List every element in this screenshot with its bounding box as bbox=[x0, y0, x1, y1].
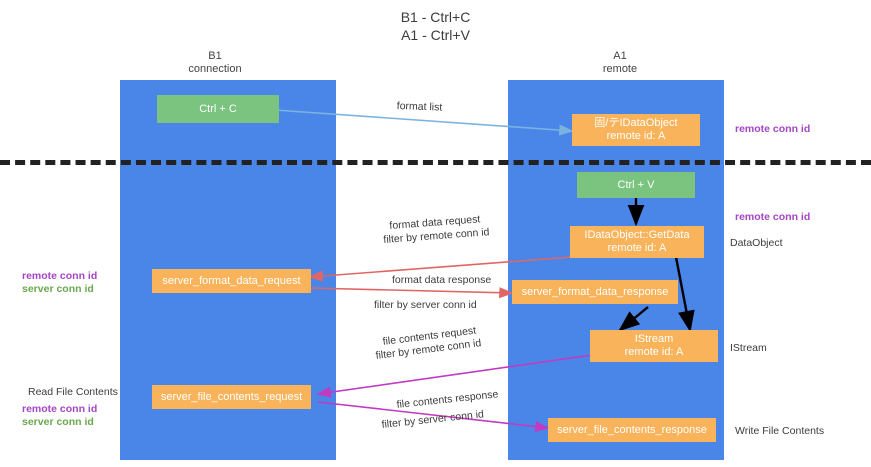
label-right-remote-conn-id-mid: remote conn id bbox=[735, 211, 811, 223]
node-istream-label: IStream bbox=[634, 333, 674, 345]
label-left-remote-conn-id-bottom: remote conn id bbox=[22, 403, 98, 415]
node-server-file-contents-response[interactable]: server_file_contents_response bbox=[548, 418, 716, 442]
label-left-read-file-contents: Read File Contents bbox=[28, 386, 118, 398]
server-conn-id-text-2: server conn id bbox=[417, 408, 485, 428]
lane-header-b1-sub: connection bbox=[188, 63, 242, 75]
annotation-format-list: format list bbox=[396, 100, 443, 114]
node-getdata-sub: remote id: A bbox=[607, 242, 667, 254]
label-left-remote-conn-id-mid: remote conn id bbox=[22, 270, 98, 282]
page-title-line1: B1 - Ctrl+C bbox=[400, 9, 471, 25]
server-conn-id-text-1: server conn id bbox=[410, 299, 477, 311]
lane-header-a1-name: A1 bbox=[613, 50, 627, 62]
filter-by-prefix-2: filter by bbox=[374, 299, 411, 311]
node-register-idataobject[interactable]: 固/テIDataObject remote id: A bbox=[572, 114, 700, 146]
lane-header-b1-name: B1 bbox=[208, 50, 222, 62]
label-right-remote-conn-id-top: remote conn id bbox=[735, 123, 811, 135]
node-server-format-data-response-label: server_format_data_response bbox=[521, 285, 669, 298]
label-right-istream: IStream bbox=[730, 342, 767, 354]
label-left-server-conn-id-mid: server conn id bbox=[22, 283, 94, 295]
node-ctrl-c-label: Ctrl + C bbox=[199, 102, 237, 115]
section-divider bbox=[0, 160, 871, 165]
node-server-format-data-response[interactable]: server_format_data_response bbox=[512, 280, 678, 304]
node-getdata-label: IDataObject::GetData bbox=[584, 229, 690, 241]
node-ctrl-c[interactable]: Ctrl + C bbox=[157, 95, 279, 123]
node-istream-sub: remote id: A bbox=[624, 346, 684, 358]
lane-header-a1-sub: remote bbox=[602, 63, 638, 75]
node-server-format-data-request[interactable]: server_format_data_request bbox=[152, 269, 311, 293]
label-right-dataobject: DataObject bbox=[730, 237, 783, 249]
arrow-format-data-response bbox=[309, 287, 514, 299]
filter-by-prefix-4: filter by bbox=[381, 415, 419, 431]
filter-by-prefix-1: filter by bbox=[383, 231, 421, 246]
node-ctrl-v[interactable]: Ctrl + V bbox=[577, 172, 695, 198]
annotation-format-data-response: format data response bbox=[392, 274, 492, 286]
node-server-file-contents-request-label: server_file_contents_request bbox=[160, 390, 303, 403]
node-server-file-contents-response-label: server_file_contents_response bbox=[557, 423, 707, 436]
node-getdata[interactable]: IDataObject::GetData remote id: A bbox=[570, 226, 704, 258]
annotation-filter-server-conn-id-1: filter by server conn id bbox=[374, 299, 477, 312]
node-server-format-data-request-label: server_format_data_request bbox=[162, 274, 301, 287]
label-left-server-conn-id-bottom: server conn id bbox=[22, 416, 94, 428]
node-server-file-contents-request[interactable]: server_file_contents_request bbox=[152, 385, 311, 409]
label-right-write-file-contents: Write File Contents bbox=[735, 425, 825, 437]
node-register-idataobject-sub: remote id: A bbox=[606, 130, 666, 142]
filter-by-prefix-3: filter by bbox=[375, 345, 413, 362]
node-register-idataobject-label: 固/テIDataObject bbox=[594, 117, 678, 129]
page-title-line2: A1 - Ctrl+V bbox=[401, 27, 470, 43]
node-ctrl-v-label: Ctrl + V bbox=[617, 178, 655, 191]
node-istream[interactable]: IStream remote id: A bbox=[590, 330, 718, 362]
